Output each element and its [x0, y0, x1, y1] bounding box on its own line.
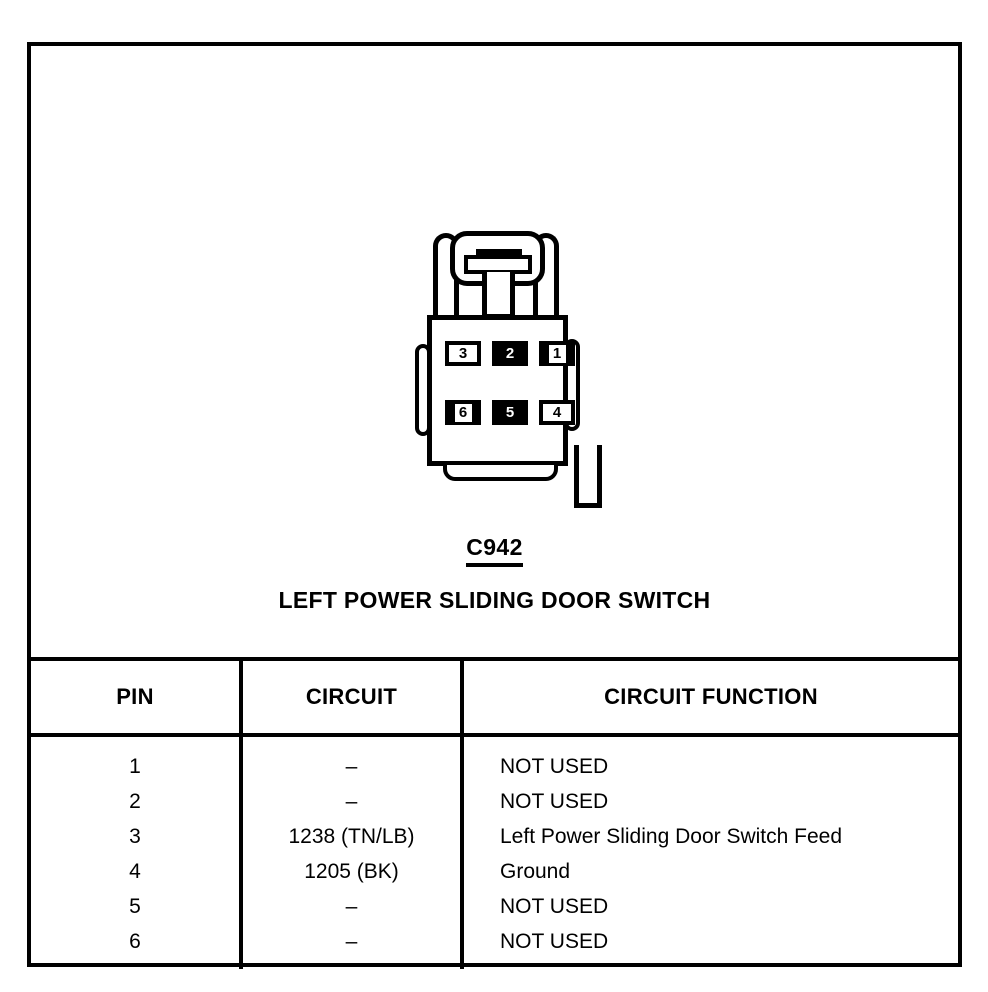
cell-circuit: –: [239, 924, 462, 969]
connector-down-tab-icon: [574, 445, 602, 508]
cavity-2-label: 2: [505, 345, 515, 362]
pin-table: PIN CIRCUIT CIRCUIT FUNCTION 1 – NOT USE…: [31, 657, 958, 969]
cell-function: NOT USED: [460, 889, 958, 924]
cavity-1[interactable]: 1: [539, 341, 575, 366]
column-header-circuit: CIRCUIT: [239, 657, 462, 737]
connector-skirt-icon: [443, 461, 558, 481]
cell-circuit: –: [239, 784, 462, 819]
connector-illustration-panel: 3 2 1 6 5 4 C942 LEFT POWER SLIDING DOOR…: [31, 46, 958, 657]
table-row: 6 – NOT USED: [31, 924, 958, 969]
table-row: 5 – NOT USED: [31, 889, 958, 924]
cell-circuit: –: [239, 735, 462, 784]
cell-function: NOT USED: [460, 735, 958, 784]
cavity-1-label: 1: [548, 344, 566, 363]
cavity-5[interactable]: 5: [492, 400, 528, 425]
connector-id-label: C942: [466, 534, 523, 567]
cell-pin: 4: [129, 859, 141, 883]
cell-circuit: –: [239, 889, 462, 924]
connector-latch-stem-icon: [482, 272, 515, 319]
cell-pin: 6: [129, 929, 141, 953]
cavity-6-label: 6: [454, 403, 472, 422]
table-row: 1 – NOT USED: [31, 735, 958, 784]
column-header-pin: PIN: [31, 657, 241, 737]
table-row: 2 – NOT USED: [31, 784, 958, 819]
connector-name-label: LEFT POWER SLIDING DOOR SWITCH: [278, 587, 711, 613]
connector-drawing: 3 2 1 6 5 4: [387, 189, 602, 508]
cell-circuit: 1238 (TN/LB): [239, 819, 462, 854]
cell-pin: 2: [129, 789, 141, 813]
cell-pin: 3: [129, 824, 141, 848]
table-row: 3 1238 (TN/LB) Left Power Sliding Door S…: [31, 819, 958, 854]
diagram-frame: 3 2 1 6 5 4 C942 LEFT POWER SLIDING DOOR…: [27, 42, 962, 969]
cavity-5-label: 5: [505, 404, 515, 421]
cell-circuit: 1205 (BK): [239, 854, 462, 889]
cell-pin: 1: [129, 754, 141, 778]
cell-function: Left Power Sliding Door Switch Feed: [460, 819, 958, 854]
cavity-4[interactable]: 4: [539, 400, 575, 425]
pin-table-head: PIN CIRCUIT CIRCUIT FUNCTION: [31, 657, 958, 737]
column-header-circuit-function: CIRCUIT FUNCTION: [460, 657, 958, 737]
pin-table-header-row: PIN CIRCUIT CIRCUIT FUNCTION: [31, 657, 958, 737]
connector-latch-cap-icon: [476, 249, 522, 258]
cell-function: NOT USED: [460, 924, 958, 969]
pin-table-body: 1 – NOT USED 2 – NOT USED 3 1238 (TN/LB)…: [31, 735, 958, 969]
cavity-3[interactable]: 3: [445, 341, 481, 366]
pin-table-bottom-rule: [31, 963, 958, 967]
cavity-6[interactable]: 6: [445, 400, 481, 425]
connector-caption: C942 LEFT POWER SLIDING DOOR SWITCH: [31, 534, 958, 614]
cavity-3-label: 3: [458, 345, 468, 362]
cell-pin: 5: [129, 894, 141, 918]
table-row: 4 1205 (BK) Ground: [31, 854, 958, 889]
connector-body: [427, 315, 568, 466]
cavity-2[interactable]: 2: [492, 341, 528, 366]
cell-function: Ground: [460, 854, 958, 889]
cell-function: NOT USED: [460, 784, 958, 819]
cavity-4-label: 4: [552, 404, 562, 421]
